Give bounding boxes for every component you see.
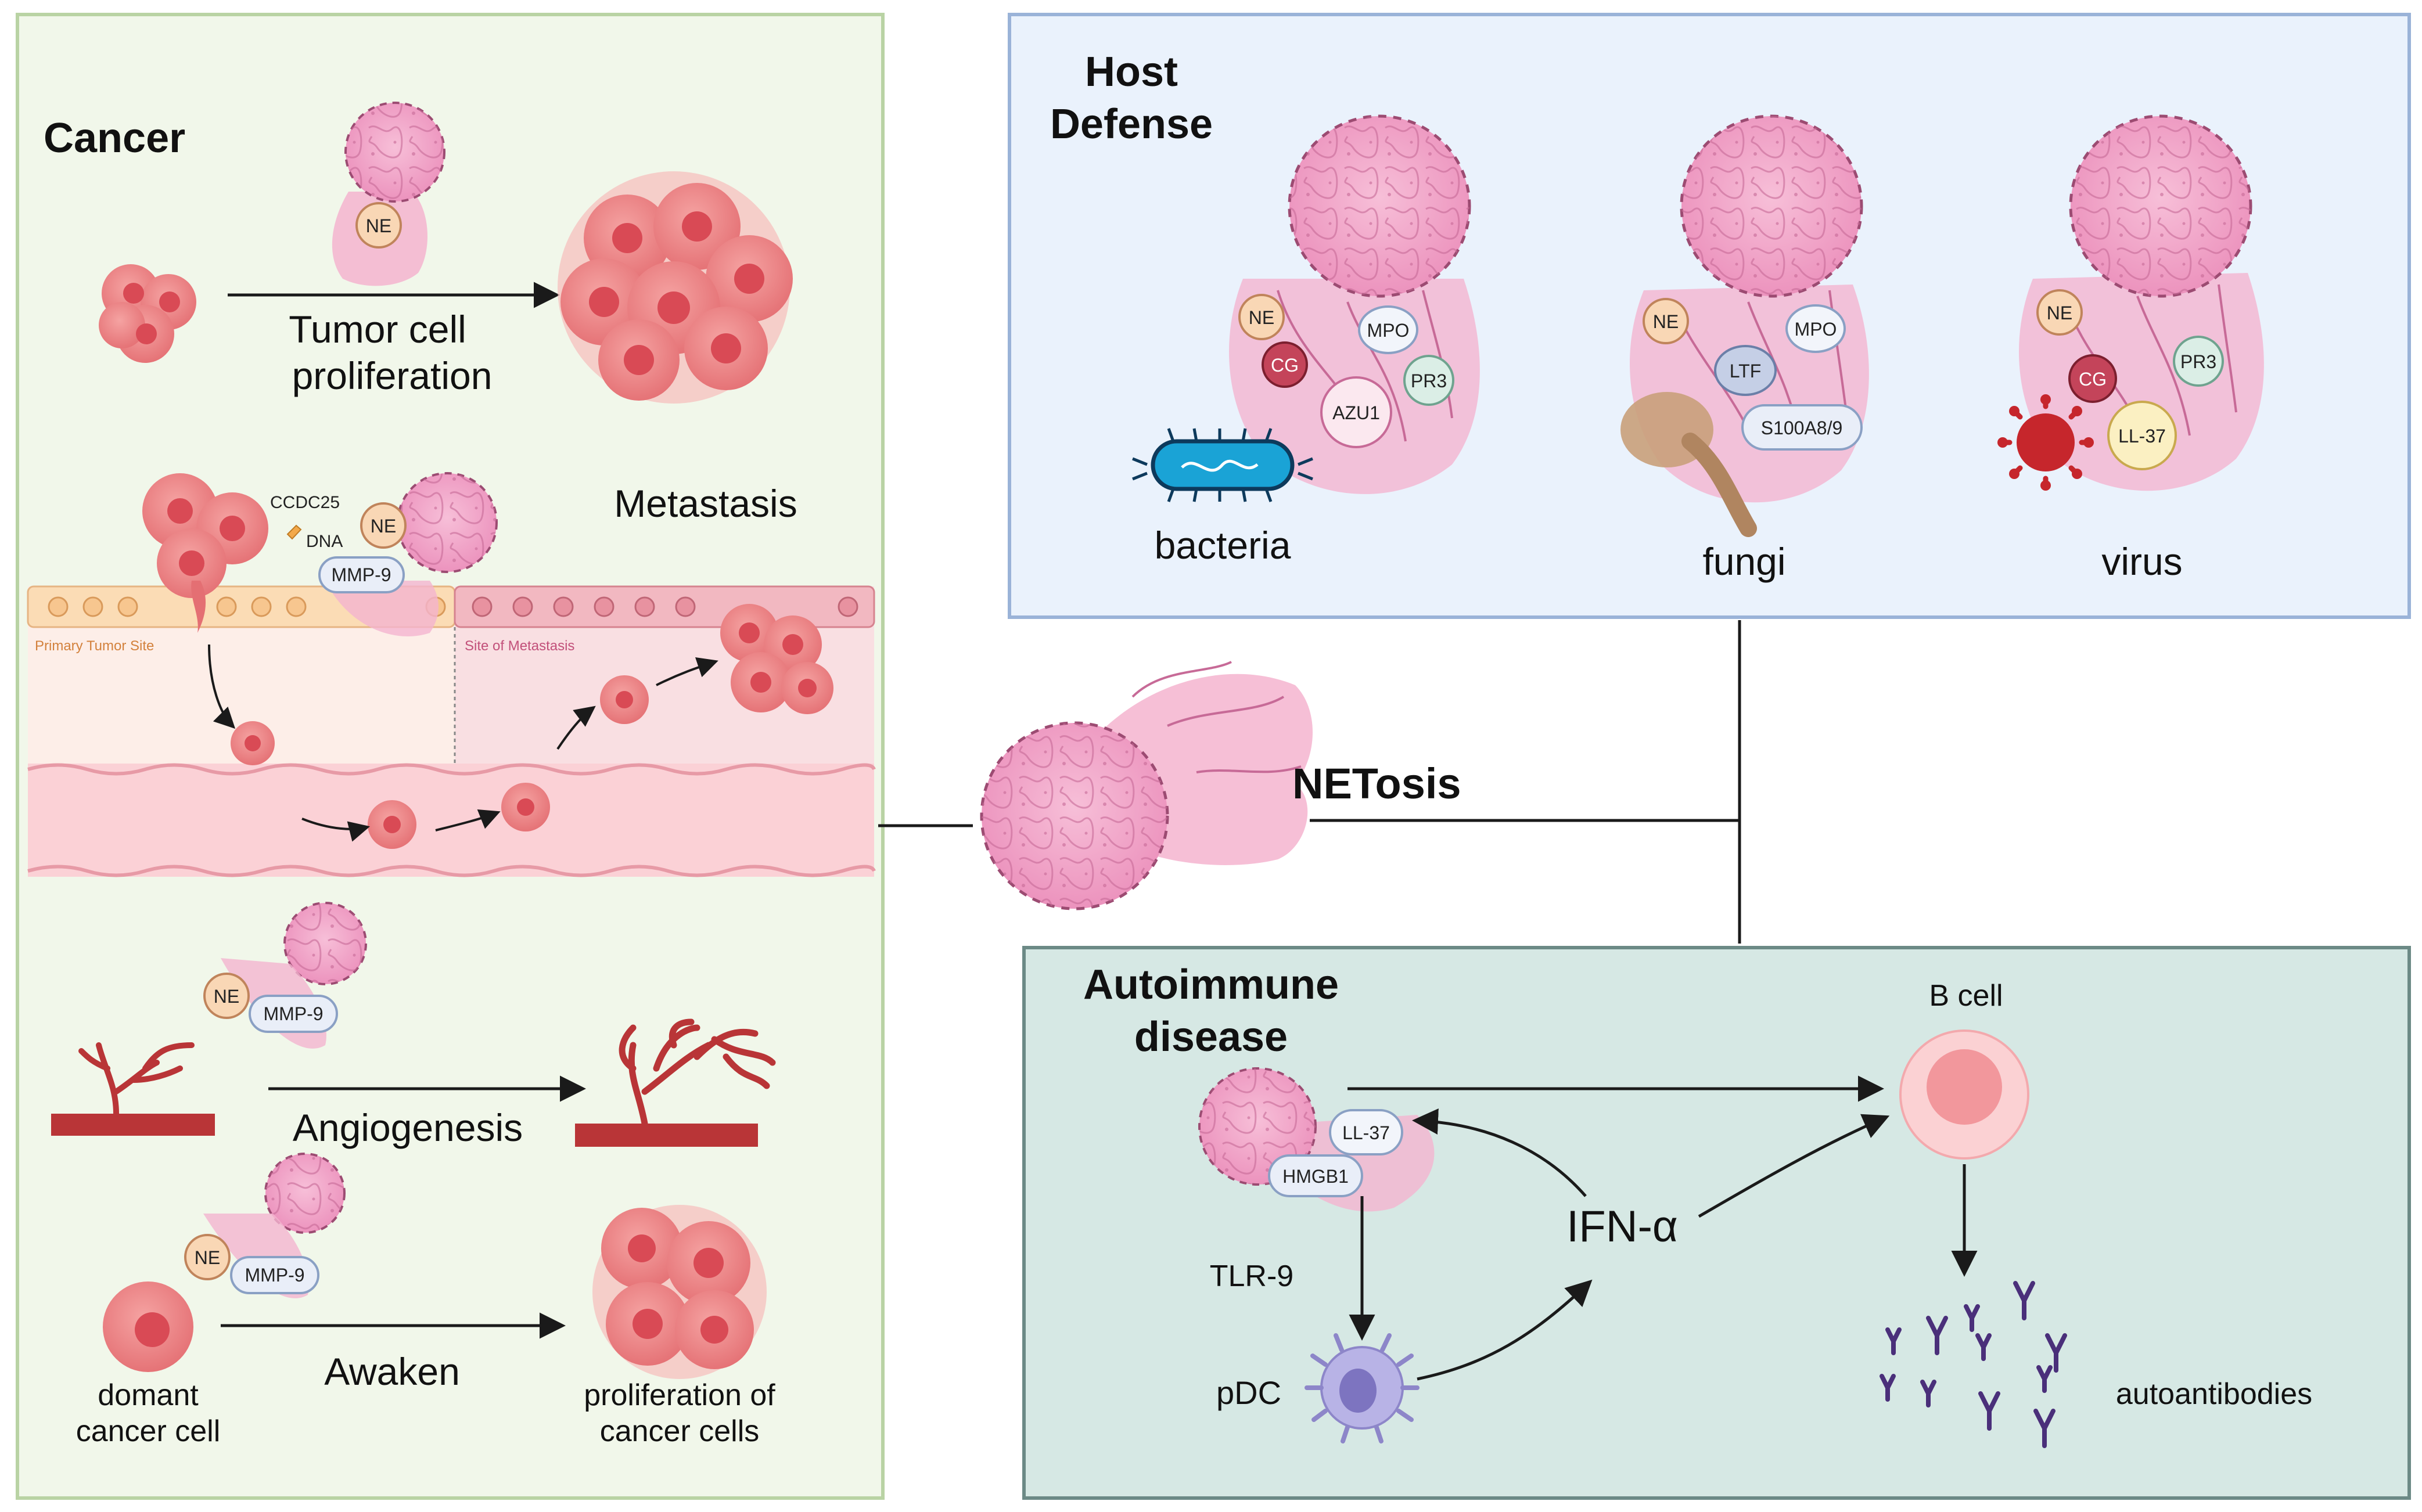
pdc-label: pDC: [1216, 1374, 1281, 1411]
fungi-ltf: LTF: [1730, 361, 1762, 381]
neutrophil-angiogenesis: NE MMP-9: [203, 902, 367, 1049]
dna-label: DNA: [306, 532, 343, 551]
hmgb1-badge: [1268, 1154, 1363, 1197]
metastatic-tumor: [720, 604, 833, 714]
vessel-small: [51, 1042, 215, 1136]
primary-tumor: [142, 473, 268, 633]
fungi-proteins: [1643, 298, 1863, 451]
mmp9-label-angio: MMP-9: [263, 1003, 323, 1024]
metastasis-arrows: [208, 644, 718, 842]
fungi-s100a8: S100A8/9: [1761, 417, 1843, 438]
host-title-1: Host: [1085, 49, 1178, 95]
autoantibodies-label: autoantibodies: [2116, 1377, 2312, 1411]
auto-title-1: Autoimmune: [1083, 962, 1339, 1008]
virus-pr3: PR3: [2180, 351, 2216, 372]
hmgb1-label: HMGB1: [1282, 1166, 1349, 1187]
bcell-label: B cell: [1929, 979, 2003, 1013]
migrating-cells: [231, 675, 649, 849]
ifn-label: IFN-α: [1566, 1202, 1678, 1251]
awaken-label: Awaken: [324, 1350, 460, 1393]
fungi-ne: NE: [1653, 311, 1679, 332]
large-tumor-mass: [558, 171, 793, 404]
mmp9-badge-angio: [249, 995, 338, 1033]
arrow-ifn-to-net: [1412, 1108, 1587, 1197]
dormant-cancer-cell: [103, 1281, 193, 1372]
small-tumor-cluster: [99, 264, 196, 363]
netosis-label: NETosis: [1292, 759, 1461, 808]
vessel-large: [575, 1018, 776, 1147]
proliferating-cancer-cells: [592, 1205, 767, 1379]
angiogenesis-label: Angiogenesis: [293, 1106, 523, 1149]
bcell: [1899, 1029, 2029, 1160]
dormant-label-2: cancer cell: [76, 1414, 221, 1448]
bacteria-ne: NE: [1249, 307, 1274, 328]
bacterium: [1132, 428, 1313, 502]
virus-label: virus: [2101, 540, 2182, 583]
fungus: [1620, 392, 1757, 537]
virus-ne: NE: [2047, 303, 2072, 323]
mmp9-label-metastasis: MMP-9: [331, 564, 391, 585]
virus-cg: CG: [2079, 369, 2107, 390]
ne-label-awaken: NE: [195, 1247, 220, 1268]
pdc-cell: [1305, 1333, 1420, 1443]
epithelial-cells: [48, 596, 858, 617]
fungi-label: fungi: [1702, 540, 1785, 583]
ne-badge: [355, 202, 402, 249]
proliferation-label-1: Tumor cell: [289, 308, 466, 351]
ll37-label: LL-37: [1342, 1122, 1390, 1143]
tlr9-label: TLR-9: [1210, 1259, 1293, 1293]
virus-ll37: LL-37: [2118, 426, 2166, 447]
neutrophil-top: NE: [332, 102, 445, 286]
vessel-wall-top: [27, 763, 876, 776]
ll37-badge: [1329, 1109, 1403, 1155]
bacteria-mpo: MPO: [1367, 320, 1410, 341]
fungi-mpo: MPO: [1795, 319, 1837, 340]
dormant-label-1: domant: [98, 1378, 199, 1412]
ne-badge-metastasis: [360, 502, 407, 549]
ne-label-angio: NE: [214, 986, 239, 1007]
bacteria-label: bacteria: [1155, 524, 1291, 567]
host-title-2: Defense: [1050, 101, 1213, 147]
proliferation-cancer-label-2: cancer cells: [600, 1414, 760, 1448]
primary-site-label: Primary Tumor Site: [35, 638, 154, 654]
cancer-title: Cancer: [44, 115, 185, 161]
metastasis-site-label: Site of Metastasis: [465, 638, 574, 654]
virus-particle: [1997, 394, 2094, 491]
neutrophil-metastasis: CCDC25 DNA NE MMP-9: [270, 472, 498, 636]
ne-label-metastasis: NE: [371, 516, 396, 537]
mmp9-label-awaken: MMP-9: [245, 1265, 304, 1286]
ccdc25-receptor: [286, 524, 302, 540]
neutrophil-awaken: NE MMP-9: [184, 1153, 346, 1298]
arrow-ifn-to-bcell: [1698, 1114, 1890, 1218]
ne-label: NE: [366, 215, 391, 236]
bacteria-pr3: PR3: [1411, 370, 1447, 391]
ne-badge-angio: [203, 973, 250, 1019]
net-virus: [2019, 114, 2264, 491]
virus-proteins: [2036, 289, 2224, 470]
metastasis-label: Metastasis: [614, 482, 797, 525]
auto-title-2: disease: [1134, 1014, 1288, 1060]
autoantibodies-icon: [1880, 1281, 2067, 1448]
bacteria-azu1: AZU1: [1332, 402, 1380, 423]
mmp9-badge-awaken: [230, 1256, 319, 1294]
bacteria-proteins: [1238, 294, 1454, 448]
proliferation-cancer-label-1: proliferation of: [584, 1378, 775, 1412]
mmp9-badge-metastasis: [318, 556, 405, 593]
blood-vessel: [28, 764, 874, 877]
arrow-pdc-to-ifn: [1417, 1279, 1593, 1381]
ne-badge-awaken: [184, 1234, 231, 1280]
ccdc25-label: CCDC25: [270, 493, 340, 512]
netosis-neutrophil: [980, 661, 1313, 910]
vessel-wall-bottom: [27, 865, 876, 877]
proliferation-label-2: proliferation: [292, 354, 493, 397]
bacteria-cg: CG: [1271, 355, 1299, 376]
autoimmune-panel: [1022, 946, 2411, 1500]
